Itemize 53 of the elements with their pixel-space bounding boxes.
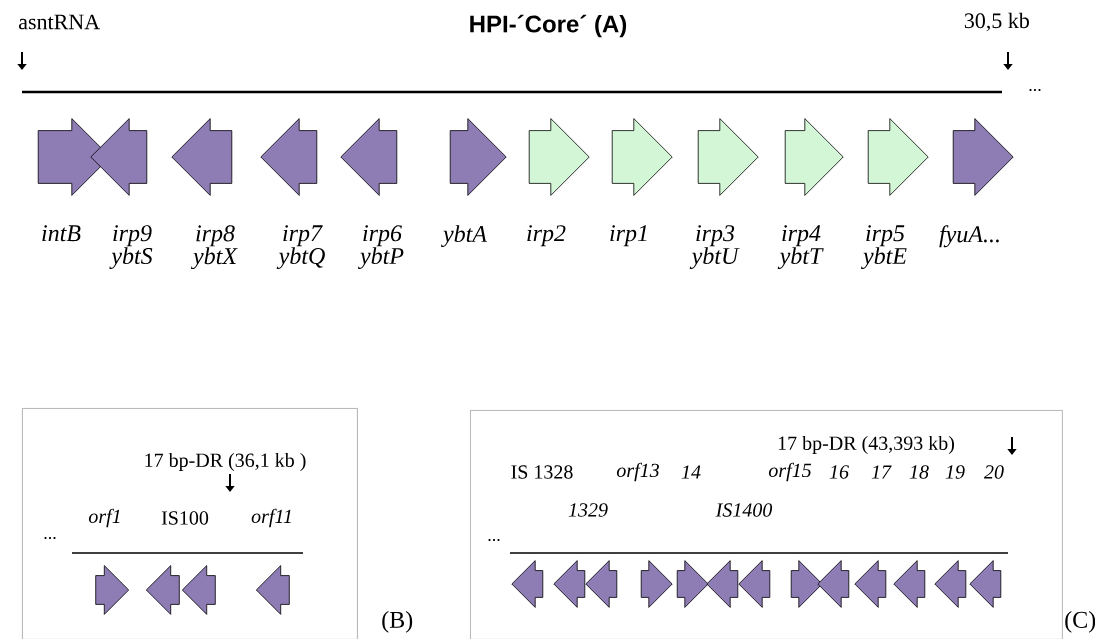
- gene-label: irp4 ybtT: [777, 225, 824, 269]
- gene-label: irp6 ybtP: [358, 225, 404, 269]
- title: HPI-´Core´ (A): [470, 14, 627, 38]
- gene-label: 16: [829, 465, 849, 479]
- panel-label: (C): [1065, 611, 1095, 633]
- gene-symbol: [969, 560, 1002, 608]
- gene-label: intB: [42, 225, 81, 242]
- gene-label: irp5 ybtE: [861, 225, 907, 269]
- gene-symbol: [676, 560, 709, 608]
- gene-symbol: [893, 560, 926, 608]
- gene-symbol: [738, 560, 771, 608]
- gene-symbol: [640, 560, 673, 608]
- gene-symbol: [790, 560, 823, 608]
- gene-label: ...: [488, 538, 500, 542]
- gene-symbol: [553, 560, 586, 608]
- gene-label: irp3 ybtU: [689, 225, 740, 269]
- gene-label: 1329: [568, 503, 608, 517]
- gene-symbol: [255, 565, 290, 615]
- gene-symbol: [934, 560, 967, 608]
- gene-symbol: [817, 560, 850, 608]
- gene-symbol: [706, 560, 739, 608]
- gene-symbol: [95, 565, 130, 615]
- gene-label: ...: [44, 536, 56, 540]
- gene-label: 14: [681, 465, 701, 479]
- panel-label: (B): [382, 611, 413, 633]
- gene-label: 20: [984, 465, 1004, 479]
- gene-label: irp8 ybtX: [191, 225, 238, 270]
- gene-label: orf15: [768, 462, 812, 482]
- gene-label: 30,5 kb: [964, 12, 1029, 32]
- gene-label: ybtA: [441, 225, 488, 247]
- gene-symbol: [585, 560, 618, 608]
- gene-label: irp2: [527, 225, 566, 247]
- gene-label: orf13: [616, 462, 659, 482]
- gene-label: asntRNA: [19, 14, 100, 30]
- gene-label: IS 1328: [511, 465, 573, 479]
- gene-label: ...: [1029, 88, 1041, 92]
- gene-label: 17: [871, 465, 892, 479]
- gene-symbol: [854, 560, 887, 608]
- gene-label: orf1: [88, 508, 120, 528]
- gene-label: orf11: [251, 508, 291, 528]
- gene-symbol: [511, 560, 544, 608]
- gene-label: irp9 ybtS: [109, 225, 153, 269]
- gene-label: fyuA...: [939, 225, 999, 248]
- gene-label: 18: [909, 465, 929, 479]
- gene-label: 19: [945, 465, 965, 479]
- gene-label: 17 bp-DR (36,1 kb ): [145, 452, 306, 472]
- gene-label: IS1400: [715, 503, 773, 517]
- gene-label: irp7 ybtQ: [276, 225, 325, 269]
- gene-label: irp1: [610, 225, 647, 247]
- gene-label: IS100: [161, 511, 209, 525]
- gene-label: 17 bp-DR (43,393 kb): [778, 435, 954, 455]
- gene-symbol: [181, 565, 216, 615]
- gene-symbol: [145, 565, 180, 615]
